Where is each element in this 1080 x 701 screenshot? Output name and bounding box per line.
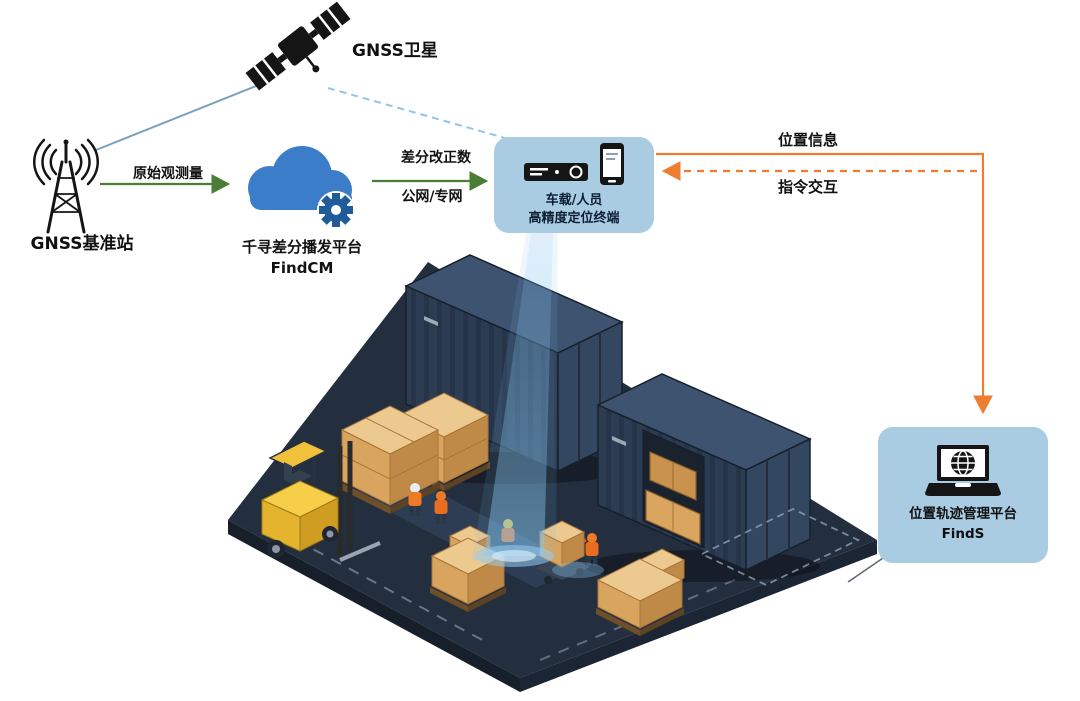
- smartphone-icon: [600, 143, 624, 186]
- laptop-globe-icon: [925, 445, 1001, 497]
- arrow-location-info: [656, 152, 993, 415]
- worker-2: [434, 491, 448, 524]
- cloud-platform-subtitle: FindCM: [270, 259, 334, 277]
- container-2-open-door: [642, 429, 705, 549]
- line-satellite-to-terminal: [327, 87, 513, 141]
- gear-icon: [317, 191, 355, 229]
- worker-4: [585, 533, 599, 566]
- terminal-label-line1: 车载/人员: [545, 193, 603, 209]
- connectors: [95, 81, 993, 583]
- worker-1: [408, 483, 422, 516]
- satellite-icon: [245, 1, 351, 91]
- light-beam: [472, 233, 604, 578]
- location-info-label: 位置信息: [777, 131, 838, 149]
- terminal-label-line2: 高精度定位终端: [528, 211, 620, 226]
- cloud-platform-label: 千寻差分播发平台 FindCM: [218, 237, 386, 279]
- box-group-right: [596, 548, 686, 636]
- warehouse-scene: [228, 233, 877, 692]
- pallet-jack: [536, 520, 590, 584]
- line-satellite-to-base: [95, 81, 267, 151]
- terminal-icons: [523, 142, 625, 186]
- command-interaction-label: 指令交互: [777, 178, 838, 196]
- container-2: [596, 373, 812, 572]
- terminal-node: 车载/人员 高精度定位终端: [494, 137, 654, 233]
- base-station-label: GNSS基准站: [30, 234, 134, 254]
- receiver-box-icon: [524, 163, 588, 182]
- management-label-line1: 位置轨迹管理平台: [909, 506, 1017, 523]
- management-label-line2: FindS: [941, 526, 985, 542]
- zone-outline: [699, 507, 861, 587]
- satellite-label: GNSS卫星: [352, 41, 438, 61]
- management-node: 位置轨迹管理平台 FindS: [878, 427, 1048, 563]
- globe-icon: [951, 450, 975, 477]
- forklift: [260, 440, 381, 562]
- correction-label-line2: 公网/专网: [401, 189, 463, 205]
- line-platform-to-scene: [847, 555, 887, 583]
- raw-observation-label: 原始观测量: [133, 166, 203, 182]
- correction-label-line1: 差分改正数: [401, 150, 471, 166]
- cloud-icon: [248, 146, 355, 229]
- cloud-platform-title: 千寻差分播发平台: [241, 238, 362, 256]
- antenna-tower-icon: [33, 138, 99, 234]
